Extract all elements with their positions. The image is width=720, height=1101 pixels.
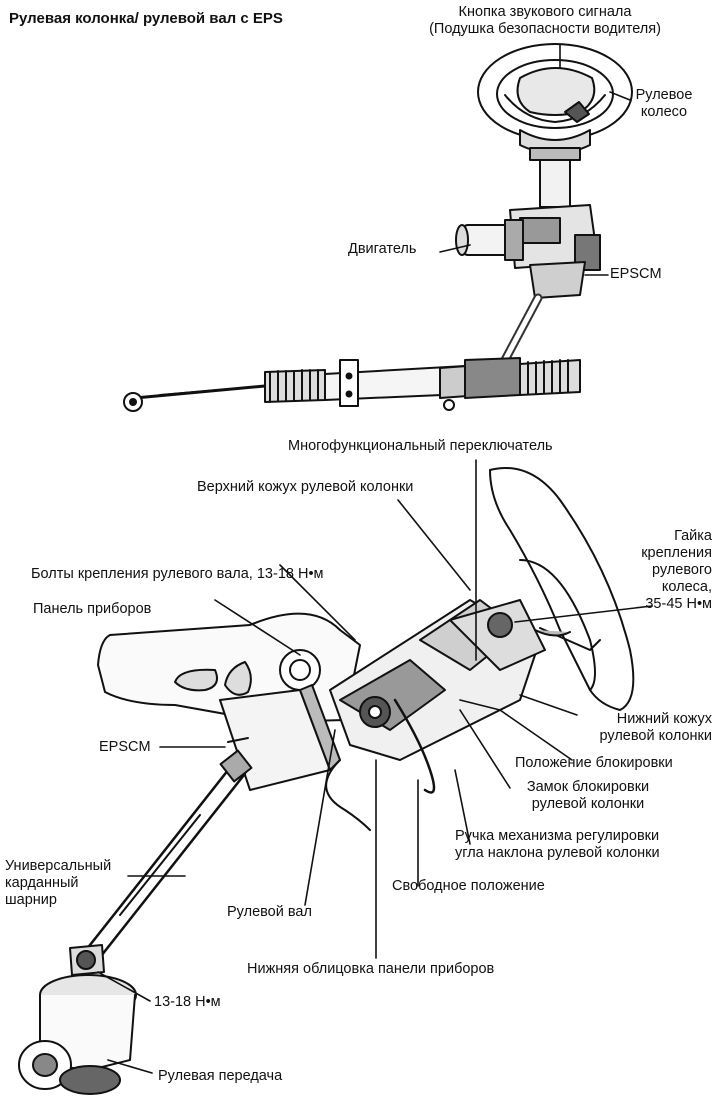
label-steering-gear: Рулевая передача (158, 1068, 283, 1084)
lower-column-body (325, 599, 546, 831)
label-lower-cover-line-2: рулевой колонки (599, 728, 712, 744)
label-multifunction-switch: Многофункциональный переключатель (288, 438, 553, 454)
label-lock-position: Положение блокировки (515, 755, 673, 771)
label-lower-epscm: EPSCM (99, 739, 151, 755)
label-instrument-panel: Панель приборов (33, 601, 152, 617)
label-wheel-nut-line-1: Гайка (674, 528, 712, 544)
label-wheel-nut-line-3: рулевого (652, 562, 712, 578)
label-horn-button-line-1: Кнопка звукового сигнала (458, 4, 632, 20)
label-horn-button: Кнопка звукового сигнала (Подушка безопа… (395, 4, 695, 38)
label-shaft-bolts: Болты крепления рулевого вала, 13-18 Н•м (31, 566, 324, 582)
label-steering-wheel-line-1: Рулевое (635, 87, 693, 103)
label-lower-cover-line-1: Нижний кожух (616, 711, 712, 727)
label-upper-cover: Верхний кожух рулевой колонки (197, 479, 414, 495)
label-universal-joint-line-3: шарнир (5, 892, 57, 908)
diagram-title: Рулевая колонка/ рулевой вал с EPS (9, 10, 283, 27)
label-steering-wheel: Рулевое колесо (628, 87, 700, 121)
label-column-lock-line-2: рулевой колонки (531, 796, 645, 812)
label-tilt-lever-line-2: угла наклона рулевой колонки (455, 845, 660, 861)
label-tilt-lever: Ручка механизма регулировки угла наклона… (455, 828, 660, 862)
upper-steering-rack (123, 357, 581, 412)
label-steering-wheel-line-2: колесо (640, 104, 688, 120)
upper-motor (455, 219, 524, 261)
label-column-lock: Замок блокировки рулевой колонки (508, 779, 668, 813)
label-upper-epscm: EPSCM (610, 266, 662, 282)
label-universal-joint: Универсальный карданный шарнир (5, 858, 111, 909)
label-wheel-nut-line-4: колеса, (661, 579, 712, 595)
label-lower-cover: Нижний кожух рулевой колонки (560, 711, 712, 745)
lower-universal-joint (69, 944, 105, 976)
upper-steering-wheel (477, 43, 633, 155)
label-lower-trim: Нижняя облицовка панели приборов (247, 961, 495, 977)
lower-intermediate-shaft (83, 749, 253, 964)
upper-column (509, 147, 601, 299)
leader-lines (97, 43, 653, 1074)
label-tilt-lever-line-1: Ручка механизма регулировки (455, 828, 660, 844)
lower-steering-gear (18, 974, 137, 1095)
label-column-lock-line-1: Замок блокировки (526, 779, 650, 795)
label-wheel-nut-line-5: 35-45 Н•м (645, 596, 712, 612)
label-joint-torque: 13-18 Н•м (154, 994, 221, 1010)
label-universal-joint-line-2: карданный (5, 875, 79, 891)
label-horn-button-line-2: (Подушка безопасности водителя) (429, 21, 661, 37)
lower-steering-wheel (489, 467, 635, 711)
label-free-position: Свободное положение (392, 878, 545, 894)
label-wheel-nut: Гайка крепления рулевого колеса, 35-45 Н… (600, 528, 712, 613)
label-universal-joint-line-1: Универсальный (5, 858, 112, 874)
label-steering-shaft: Рулевой вал (227, 904, 312, 920)
label-wheel-nut-line-2: крепления (641, 545, 712, 561)
label-motor: Двигатель (348, 241, 417, 257)
